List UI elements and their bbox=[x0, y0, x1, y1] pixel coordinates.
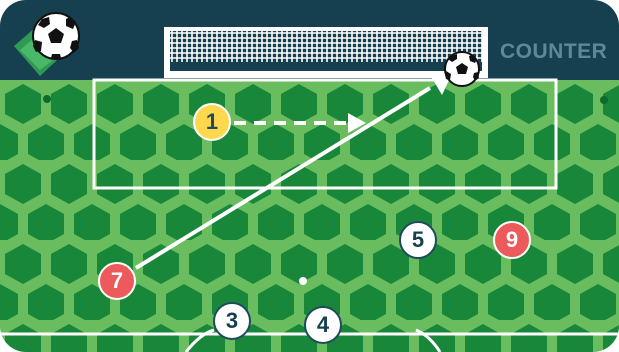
player-token-4[interactable]: 4 bbox=[304, 306, 342, 344]
player-token-7[interactable]: 7 bbox=[98, 262, 136, 300]
penalty-spot bbox=[299, 277, 307, 285]
player-token-3[interactable]: 3 bbox=[213, 302, 251, 340]
soccer-ball-logo-icon bbox=[33, 13, 79, 59]
soccer-ball-icon bbox=[445, 52, 479, 86]
header-title: COUNTER bbox=[500, 40, 607, 64]
player-token-9[interactable]: 9 bbox=[493, 221, 531, 259]
player-token-1[interactable]: 1 bbox=[193, 103, 231, 141]
goal bbox=[164, 27, 488, 78]
player-token-5[interactable]: 5 bbox=[399, 221, 437, 259]
